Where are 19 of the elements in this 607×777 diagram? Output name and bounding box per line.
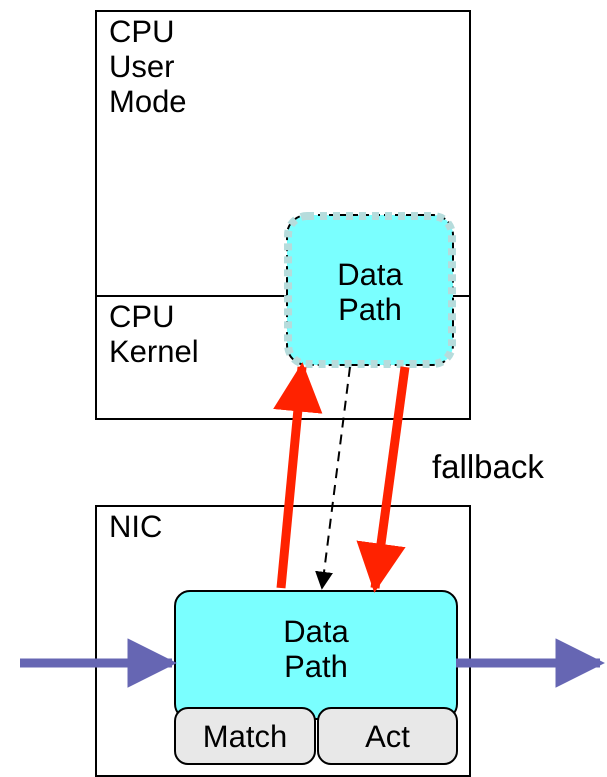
arrow — [456, 638, 605, 688]
node-label: NIC — [109, 509, 164, 544]
act-box — [317, 707, 458, 765]
data-path-box — [283, 211, 457, 369]
arrow — [273, 362, 322, 588]
cpu-box — [95, 10, 471, 420]
match-box — [174, 707, 316, 765]
node-label: CPU User Mode — [109, 14, 188, 119]
node-label: Data Path — [282, 614, 350, 684]
node-label: Match — [202, 718, 288, 754]
node-label: Act — [365, 718, 410, 754]
fallback-label: fallback — [432, 448, 544, 486]
arrow — [20, 638, 177, 688]
nic-box — [95, 505, 471, 777]
node-label: Data Path — [336, 256, 404, 327]
arrow — [356, 366, 410, 593]
node-label: CPU Kernel — [109, 299, 200, 369]
arrow — [315, 366, 351, 590]
data-path-box — [174, 590, 458, 720]
